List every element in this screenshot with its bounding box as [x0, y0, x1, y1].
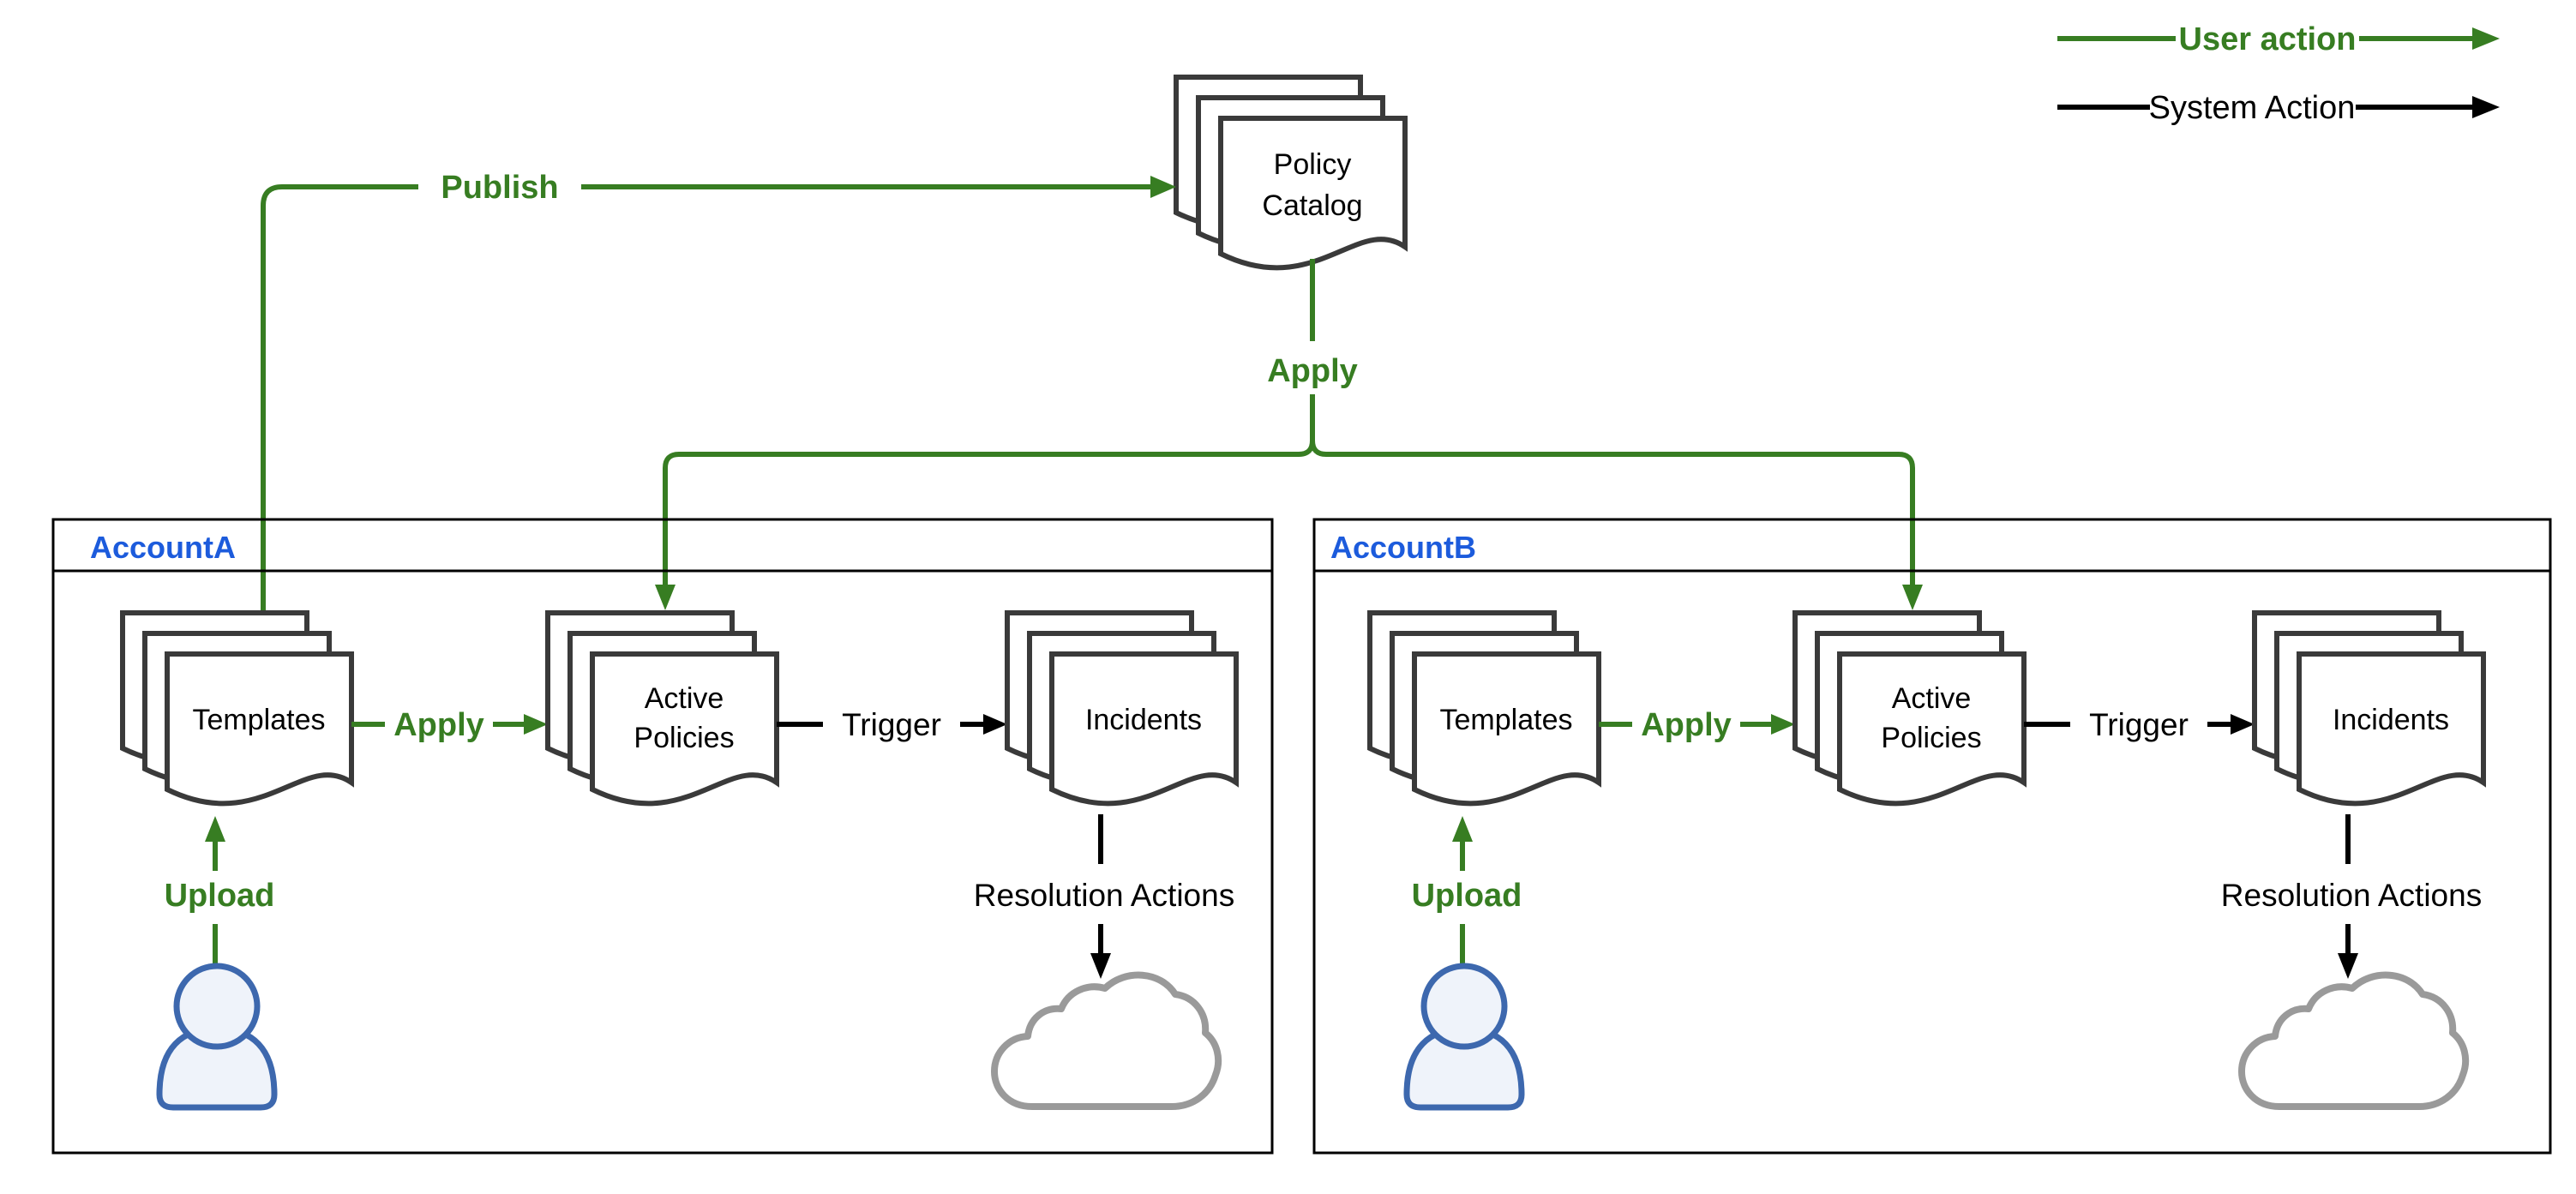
apply-label: Apply — [393, 707, 484, 743]
apply-connector: Apply — [655, 259, 1923, 610]
resolution-actions-label: Resolution Actions — [2221, 878, 2482, 913]
templates-label: Templates — [193, 704, 326, 736]
apply-right-arrowhead-icon — [1902, 585, 1923, 610]
templates-node: Templates — [1370, 613, 1599, 803]
legend: User action System Action — [2057, 21, 2500, 126]
user-icon — [156, 963, 278, 1111]
incidents-node: Incidents — [2255, 613, 2483, 803]
resolution-arrowhead-icon — [2338, 953, 2358, 979]
apply-branch-right-line — [1310, 440, 1915, 585]
user-head — [1420, 963, 1508, 1050]
apply-in-account-connector: Apply — [1599, 707, 1795, 743]
apply-arrowhead-icon — [524, 714, 548, 735]
apply-in-account-connector: Apply — [351, 707, 548, 743]
account-b-box — [1312, 518, 2552, 1155]
user-body — [1403, 1025, 1525, 1111]
user-head — [173, 963, 261, 1050]
trigger-arrowhead-icon — [983, 714, 1007, 735]
publish-line — [261, 184, 418, 613]
policy-catalog-label-line2: Catalog — [1262, 189, 1362, 222]
user-action-arrowhead-icon — [2472, 27, 2500, 50]
account-b-title: AccountB — [1330, 530, 1476, 565]
account-a-box — [51, 518, 1274, 1155]
cloud-icon — [2238, 971, 2470, 1110]
account-a: AccountA Templates Apply Active Policies… — [51, 518, 1274, 1155]
upload-label: Upload — [165, 878, 275, 914]
account-b: AccountB Templates Apply Active Policies… — [1312, 518, 2552, 1155]
trigger-connector: Trigger — [2024, 707, 2255, 742]
system-action-arrowhead-icon — [2472, 96, 2500, 118]
user-action-label: User action — [2179, 21, 2357, 57]
active-policies-label-line1: Active — [645, 682, 724, 715]
legend-user-action: User action — [2057, 21, 2500, 57]
account-a-title: AccountA — [90, 530, 236, 565]
upload-label: Upload — [1412, 878, 1522, 914]
trigger-label: Trigger — [2089, 707, 2189, 742]
system-action-label: System Action — [2149, 90, 2356, 126]
incidents-label: Incidents — [2333, 704, 2449, 736]
active-policies-label-line1: Active — [1892, 682, 1972, 715]
apply-label: Apply — [1641, 707, 1732, 743]
trigger-connector: Trigger — [777, 707, 1007, 742]
resolution-actions-label: Resolution Actions — [974, 878, 1234, 913]
trigger-label: Trigger — [842, 707, 941, 742]
apply-left-arrowhead-icon — [655, 585, 676, 610]
apply-label: Apply — [1267, 353, 1358, 389]
incidents-node: Incidents — [1007, 613, 1236, 803]
upload-connector: Upload — [1412, 816, 1522, 963]
resolution-actions-connector: Resolution Actions — [2221, 814, 2482, 979]
resolution-actions-connector: Resolution Actions — [974, 814, 1234, 979]
upload-arrowhead-icon — [1452, 816, 1473, 842]
resolution-arrowhead-icon — [1090, 953, 1111, 979]
policy-catalog-label-line1: Policy — [1274, 148, 1352, 181]
publish-connector: Publish — [261, 170, 1176, 613]
active-policies-label-line2: Policies — [1881, 722, 1981, 754]
trigger-arrowhead-icon — [2231, 714, 2255, 735]
publish-label: Publish — [441, 170, 558, 206]
active-policies-label-line2: Policies — [633, 722, 734, 754]
cloud-icon — [991, 971, 1222, 1110]
active-policies-node: Active Policies — [548, 613, 777, 803]
active-policies-node: Active Policies — [1795, 613, 2024, 803]
upload-connector: Upload — [165, 816, 275, 963]
templates-label: Templates — [1440, 704, 1573, 736]
publish-arrowhead-icon — [1150, 176, 1176, 198]
policy-catalog-node: Policy Catalog — [1176, 77, 1405, 267]
legend-system-action: System Action — [2057, 90, 2500, 126]
upload-arrowhead-icon — [205, 816, 225, 842]
apply-branch-left-line — [663, 394, 1315, 585]
apply-arrowhead-icon — [1771, 714, 1795, 735]
user-icon — [1403, 963, 1525, 1111]
incidents-label: Incidents — [1085, 704, 1202, 736]
user-body — [156, 1025, 278, 1111]
templates-node: Templates — [123, 613, 351, 803]
